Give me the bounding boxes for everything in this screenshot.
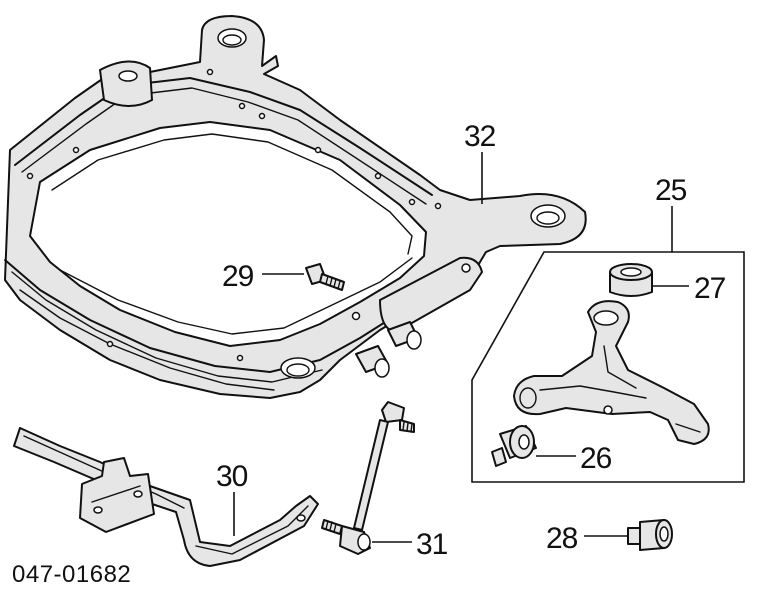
stabilizer-bar: [13, 427, 319, 567]
leader-lines: [233, 152, 689, 543]
bushing-28: [627, 519, 673, 551]
stabilizer-link: [321, 401, 415, 555]
label-29: 29: [222, 260, 254, 293]
label-30: 30: [216, 460, 248, 493]
front-crossmember: [4, 15, 587, 399]
arm-bushing-26: [491, 425, 537, 467]
label-25: 25: [655, 174, 687, 207]
label-26: 26: [580, 442, 612, 475]
label-32: 32: [464, 120, 496, 153]
label-28: 28: [546, 522, 578, 555]
crossmember-holes: [26, 68, 442, 362]
label-31: 31: [416, 528, 448, 561]
lower-arm-box: [471, 251, 745, 483]
lower-control-arm: [513, 300, 710, 445]
diagram-code: 047-01682: [12, 561, 131, 588]
bolt-29: [305, 263, 345, 291]
arm-pivot-tubes: [355, 321, 422, 378]
arm-bushing-27: [609, 263, 653, 297]
label-27: 27: [694, 272, 726, 305]
